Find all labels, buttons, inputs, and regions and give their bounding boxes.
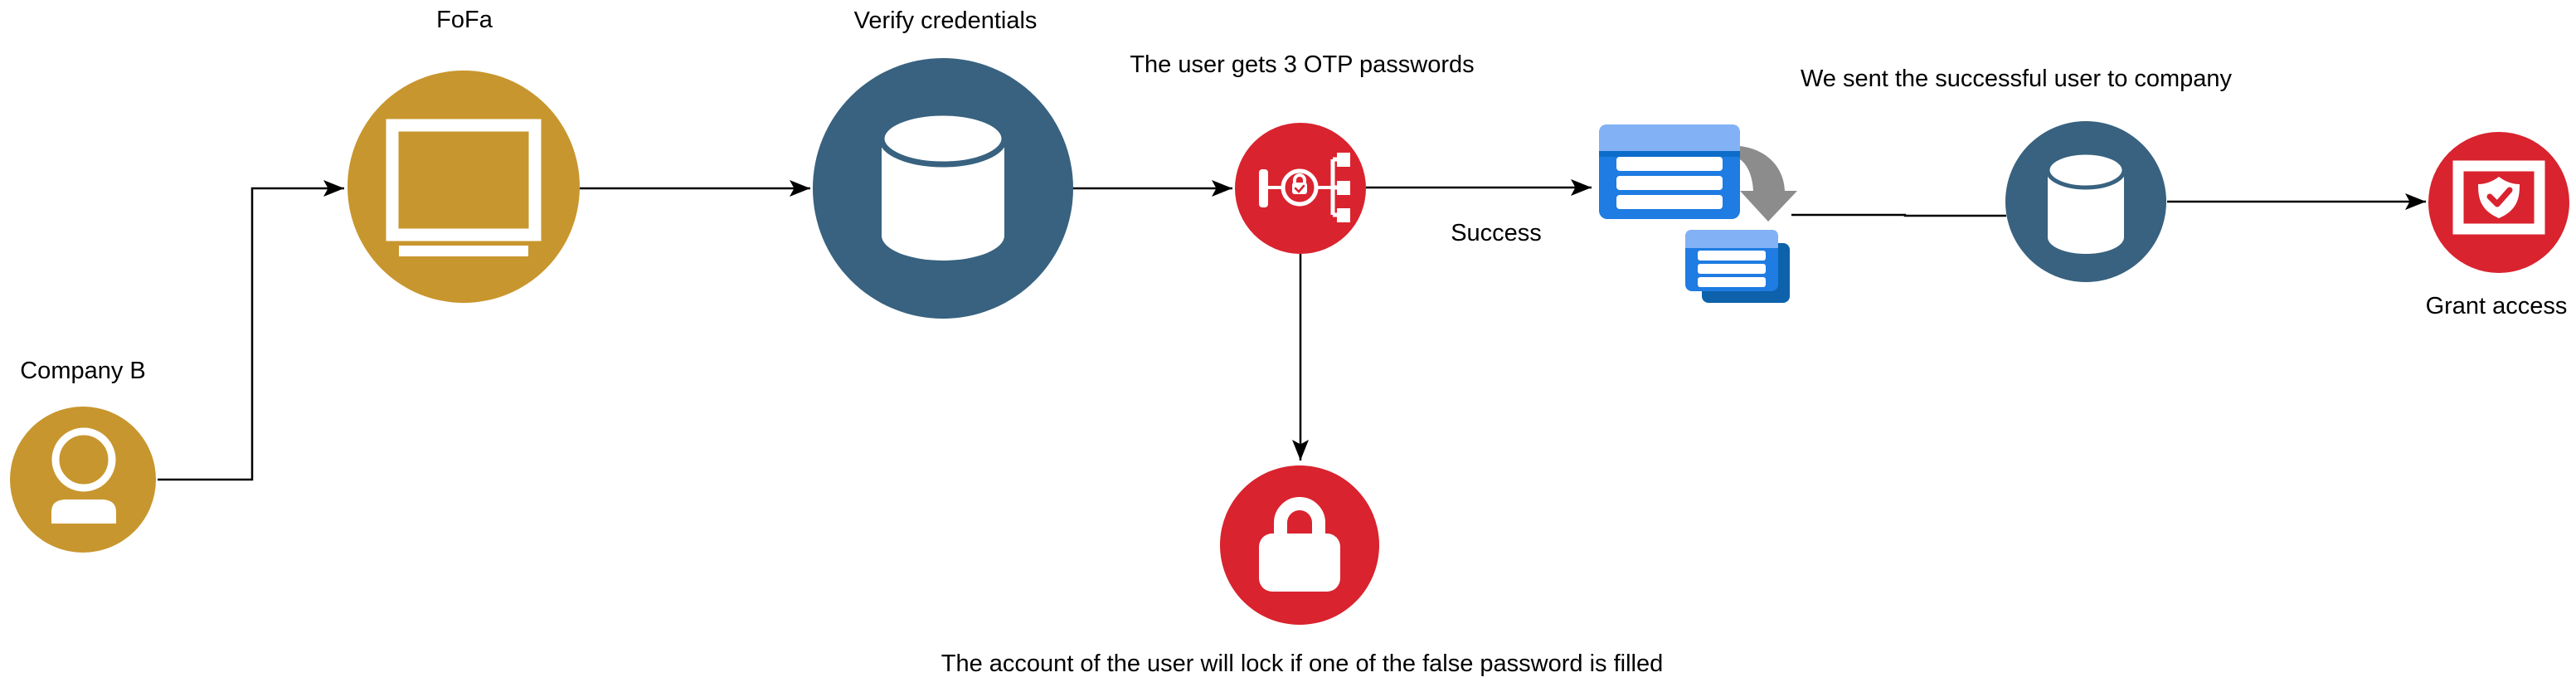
label-company-b: Company B (20, 358, 146, 384)
node-grant-access (2428, 132, 2569, 273)
database-icon (878, 110, 1008, 261)
node-company-b (10, 407, 156, 553)
label-company-db: We sent the successful user to company (1800, 66, 2233, 92)
label-grant-access: Grant access (2425, 293, 2568, 319)
person-icon (51, 427, 116, 524)
database-icon (2045, 150, 2126, 254)
node-circle (10, 407, 156, 553)
tables-copy-icon (1599, 124, 1797, 303)
node-fofa (348, 71, 580, 303)
monitor-icon (386, 119, 542, 256)
label-account-lock: The account of the user will lock if one… (940, 650, 1664, 677)
mfa-icon (1259, 153, 1350, 222)
connectors (158, 179, 2426, 481)
node-circle (348, 71, 580, 303)
label-otp: The user gets 3 OTP passwords (1130, 51, 1475, 78)
connector-companyb-fofa (158, 180, 344, 481)
label-fofa: FoFa (436, 7, 493, 33)
node-transfer-tables (1599, 124, 1797, 303)
node-verify-credentials (813, 58, 1073, 319)
label-verify-credentials: Verify credentials (853, 7, 1038, 34)
node-company-db (2005, 121, 2166, 282)
copy-arrow-icon (1737, 146, 1797, 222)
node-account-lock (1220, 465, 1379, 625)
padlock-icon (1259, 497, 1340, 592)
label-success: Success (1451, 220, 1542, 246)
shield-check-icon (2452, 160, 2545, 235)
connector-tables-db (1791, 213, 2006, 217)
node-otp (1235, 123, 1366, 254)
